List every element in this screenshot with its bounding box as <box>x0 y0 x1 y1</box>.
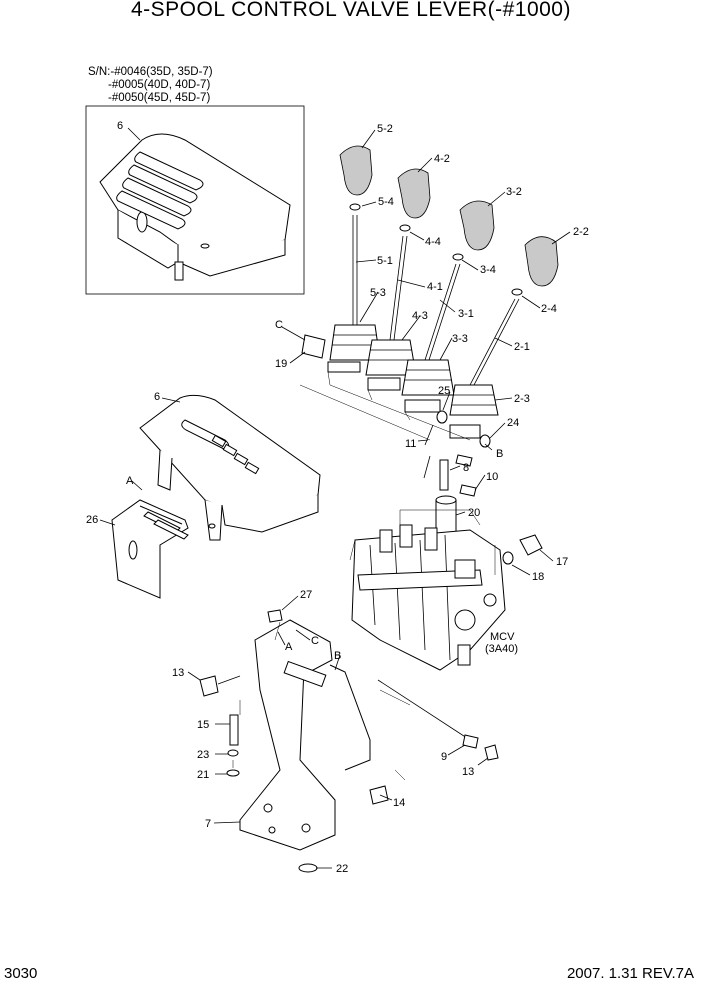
callout-5-3: 5-3 <box>370 287 386 299</box>
lever-3 <box>401 200 495 413</box>
callout-3-4: 3-4 <box>480 264 496 276</box>
part-19-boot <box>301 334 326 359</box>
callout-a-top: A <box>126 475 134 487</box>
callout-2-4: 2-4 <box>541 303 557 315</box>
callout-19: 19 <box>275 358 287 370</box>
callout-6: 6 <box>117 120 123 132</box>
link-8 <box>439 459 449 491</box>
callout-20: 20 <box>468 507 480 519</box>
callout-3-2: 3-2 <box>506 186 522 198</box>
callout-2-3: 2-3 <box>514 393 530 405</box>
serial-note: -#0050(45D, 45D-7) <box>108 92 211 104</box>
nut-27 <box>267 609 283 623</box>
side-panel <box>111 499 189 599</box>
bracket-7 <box>239 619 371 873</box>
callout-5-1: 5-1 <box>377 255 393 267</box>
page-title: 4-SPOOL CONTROL VALVE LEVER(-#1000) <box>131 0 571 21</box>
callout-3-3: 3-3 <box>452 333 468 345</box>
callout-27: 27 <box>300 589 312 601</box>
callout-5-2: 5-2 <box>377 123 393 135</box>
lever-5 <box>327 145 381 373</box>
washer-22 <box>298 863 318 873</box>
callout-18: 18 <box>532 571 544 583</box>
callout-a-bottom: A <box>285 641 293 653</box>
callout-21: 21 <box>197 769 209 781</box>
serial-note: -#0005(40D, 40D-7) <box>108 79 211 91</box>
callout-13: 13 <box>172 667 184 679</box>
callout-9: 9 <box>441 751 447 763</box>
bolt-14 <box>369 785 389 805</box>
control-valve-mcv <box>351 524 506 671</box>
callout-26: 26 <box>86 514 98 526</box>
oring-18 <box>502 551 514 565</box>
serial-note: S/N:-#0046(35D, 35D-7) <box>88 66 213 78</box>
callout-17: 17 <box>556 556 568 568</box>
bolt-13a <box>199 675 219 697</box>
lever-4 <box>365 168 431 391</box>
callout-7: 7 <box>205 818 211 830</box>
mcv-code: (3A40) <box>485 643 518 655</box>
oring-25 <box>436 410 448 424</box>
oring-24 <box>479 434 491 448</box>
callout-4-2: 4-2 <box>434 153 450 165</box>
callout-3-1: 3-1 <box>458 308 474 320</box>
pin-b <box>459 484 477 497</box>
rod-9 <box>377 679 471 741</box>
callout-15: 15 <box>197 719 209 731</box>
washer-23 <box>227 749 239 757</box>
callout-25: 25 <box>438 385 450 397</box>
callout-b-bottom: B <box>334 650 341 662</box>
callout-13-right: 13 <box>462 766 474 778</box>
callout-6-main: 6 <box>154 391 160 403</box>
callout-c-top: C <box>275 319 283 331</box>
callout-4-4: 4-4 <box>425 236 441 248</box>
page-number: 3030 <box>4 965 38 982</box>
callout-10: 10 <box>486 471 498 483</box>
callout-8: 8 <box>463 462 469 474</box>
callout-22: 22 <box>336 863 348 875</box>
washer-21 <box>226 769 240 777</box>
callout-2-2: 2-2 <box>573 226 589 238</box>
callout-23: 23 <box>197 749 209 761</box>
pin-10 <box>455 454 473 467</box>
serial-notes: S/N:-#0046(35D, 35D-7) -#0005(40D, 40D-7… <box>88 66 213 105</box>
callout-14: 14 <box>393 797 405 809</box>
fitting-17 <box>519 534 543 556</box>
callout-4-3: 4-3 <box>412 310 428 322</box>
bolt-13b <box>484 744 499 761</box>
callout-24: 24 <box>507 417 519 429</box>
lever-2 <box>449 236 559 439</box>
callout-5-4: 5-4 <box>378 196 394 208</box>
callout-2-1: 2-1 <box>514 341 530 353</box>
callout-c-bottom: C <box>311 635 319 647</box>
pin-11 <box>424 424 434 446</box>
bolt-15 <box>229 714 239 746</box>
cover-plate-inset <box>99 133 291 281</box>
cover-plate-main <box>139 394 321 541</box>
callout-11: 11 <box>405 438 416 450</box>
callout-b-top: B <box>496 448 503 460</box>
inset-frame <box>85 105 305 295</box>
callout-4-1: 4-1 <box>427 281 443 293</box>
mcv-label: MCV <box>490 631 515 643</box>
spacer-20 <box>435 499 457 534</box>
revision-label: 2007. 1.31 REV.7A <box>566 965 694 982</box>
